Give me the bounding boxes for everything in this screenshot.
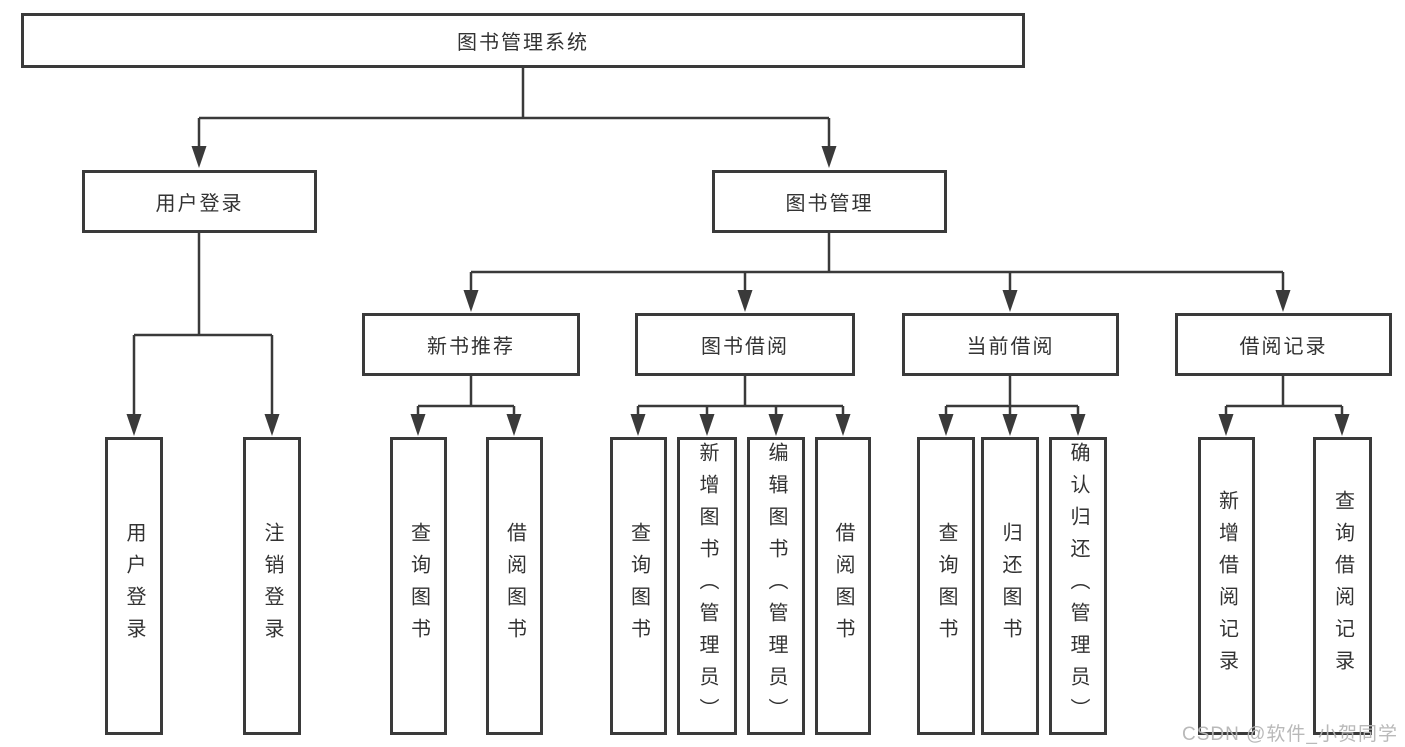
node-bb-edit-books: 编辑图书（管理员） <box>747 437 805 735</box>
node-label: 归还图书 <box>999 522 1021 650</box>
node-label: 新增借阅记录 <box>1215 490 1238 682</box>
node-bb-borrow-books: 借阅图书 <box>815 437 871 735</box>
node-nbr-borrow-books: 借阅图书 <box>486 437 543 735</box>
node-nbr-query-books: 查询图书 <box>390 437 447 735</box>
arrowhead-icon <box>191 146 207 168</box>
node-label: 查询图书 <box>935 522 957 650</box>
node-label: 查询图书 <box>407 522 430 650</box>
arrowhead-icon <box>1218 414 1234 436</box>
arrowhead-icon <box>737 290 753 312</box>
arrowhead-icon <box>821 146 837 168</box>
node-label: 图书借阅 <box>701 336 789 358</box>
node-borrowing-records: 借阅记录 <box>1175 313 1392 376</box>
node-label: 新增图书（管理员） <box>696 442 718 730</box>
arrowhead-icon <box>463 290 479 312</box>
tree-connector-path <box>132 68 1344 416</box>
node-label: 图书管理 <box>785 193 874 215</box>
node-cb-return-books: 归还图书 <box>981 437 1039 735</box>
arrowhead-icon <box>630 414 646 436</box>
arrowhead-icon <box>938 414 954 436</box>
node-label: 注销登录 <box>261 522 283 650</box>
node-cb-query-books: 查询图书 <box>917 437 975 735</box>
node-book-borrowing: 图书借阅 <box>635 313 855 376</box>
arrowhead-icon <box>1002 414 1018 436</box>
arrowhead-icon <box>264 414 280 436</box>
node-cb-confirm-return: 确认归还（管理员） <box>1049 437 1107 735</box>
node-bb-add-books: 新增图书（管理员） <box>677 437 737 735</box>
node-label: 用户登录 <box>123 522 145 650</box>
node-label: 借阅记录 <box>1239 336 1328 358</box>
arrowhead-icon <box>1275 290 1291 312</box>
arrowhead-icon <box>768 414 784 436</box>
node-label: 借阅图书 <box>503 522 526 650</box>
arrowhead-icon <box>1070 414 1086 436</box>
node-user-login: 用户登录 <box>82 170 317 233</box>
node-bb-query-books: 查询图书 <box>610 437 667 735</box>
node-label: 查询借阅记录 <box>1331 490 1354 682</box>
arrowhead-icon <box>410 414 426 436</box>
node-current-borrowing: 当前借阅 <box>902 313 1119 376</box>
arrowhead-icon <box>835 414 851 436</box>
node-label: 当前借阅 <box>966 336 1055 358</box>
node-logout-action: 注销登录 <box>243 437 301 735</box>
node-system: 图书管理系统 <box>21 13 1025 68</box>
node-label: 查询图书 <box>627 522 650 650</box>
node-label: 图书管理系统 <box>457 32 589 54</box>
node-user-login-action: 用户登录 <box>105 437 163 735</box>
arrowhead-icon <box>1334 414 1350 436</box>
node-br-query-record: 查询借阅记录 <box>1313 437 1372 735</box>
arrowhead-icon <box>1002 290 1018 312</box>
csdn-watermark: CSDN @软件_小贺同学 <box>1182 724 1398 745</box>
node-label: 用户登录 <box>155 193 244 215</box>
node-label: 确认归还（管理员） <box>1067 442 1089 730</box>
node-label: 借阅图书 <box>832 522 854 650</box>
arrowhead-icon <box>506 414 522 436</box>
node-book-management: 图书管理 <box>712 170 947 233</box>
arrowhead-icon <box>126 414 142 436</box>
node-new-book-recommend: 新书推荐 <box>362 313 580 376</box>
node-br-add-record: 新增借阅记录 <box>1198 437 1255 735</box>
arrowhead-icon <box>699 414 715 436</box>
node-label: 新书推荐 <box>427 336 515 358</box>
node-label: 编辑图书（管理员） <box>765 442 787 730</box>
